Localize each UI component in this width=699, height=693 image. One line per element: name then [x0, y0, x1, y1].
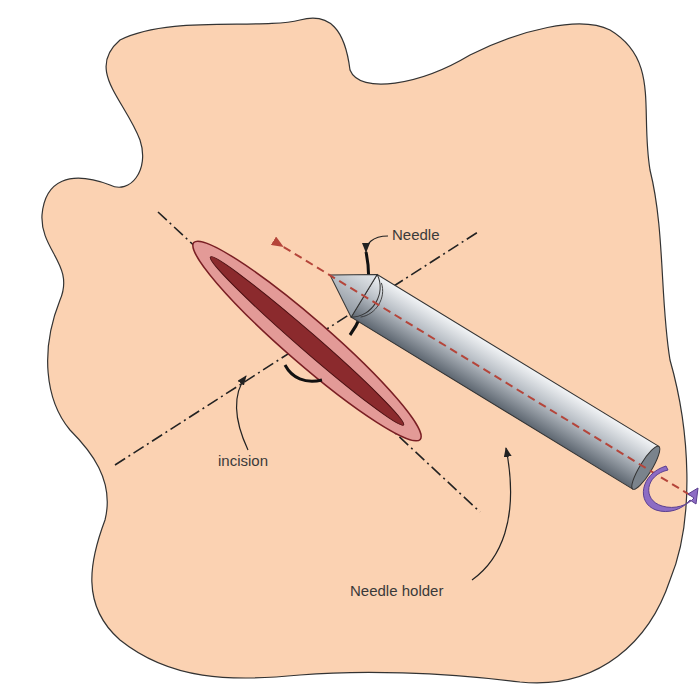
- part-label: incision: [218, 452, 268, 470]
- skin-region: [42, 18, 687, 683]
- suture-needle: [285, 365, 322, 381]
- needle-holder: [317, 254, 664, 493]
- rotation-arrow: [643, 466, 698, 512]
- part-label: Needle: [392, 226, 440, 244]
- incision-cut: [204, 250, 409, 432]
- rotation-axis-arrow: [282, 246, 690, 495]
- leader-line: [366, 236, 388, 252]
- part-label: Needle holder: [350, 582, 443, 600]
- leader-line: [236, 376, 248, 450]
- leader-line: [472, 448, 511, 580]
